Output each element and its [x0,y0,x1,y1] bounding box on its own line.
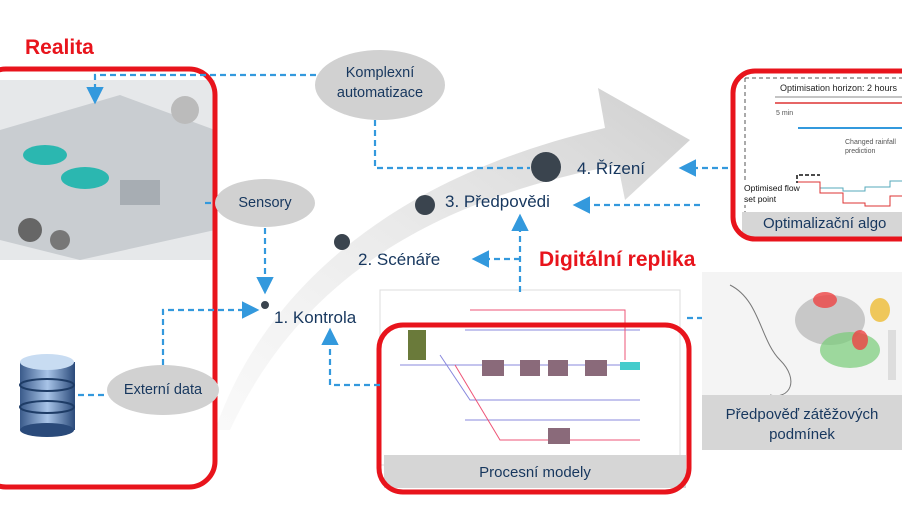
chart-rain-line1: Changed rainfall [845,139,896,146]
database-icon [19,354,75,437]
reality-title: Realita [25,36,94,59]
progress-arrow [215,88,690,430]
step-dot-1 [260,300,270,310]
optimization-caption: Optimalizační algo [763,215,887,232]
sensors-label: Sensory [238,195,292,211]
chart-flow-label: Optimised flow set point [744,183,800,205]
automation-label: Komplexní automatizace [315,63,445,103]
optimization-caption-bar [742,212,902,238]
forecast-caption-line2: podmínek [769,426,835,443]
automation-label-line2: automatizace [336,85,424,101]
process-model-image [379,289,681,466]
connectors [78,73,728,397]
chart-rain-label: Changed rainfall prediction [845,138,896,156]
forecast-caption: Předpověď zátěžových podmínek [702,405,902,445]
sensors-bubble [215,179,315,227]
step-scenarios: 2. Scénáře [358,250,441,269]
process-models-caption-bar [384,455,686,488]
chart-rain-line2: prediction [845,148,876,155]
external-data-label: Externí data [123,382,203,398]
model-to-control [321,327,380,387]
step-dot-4 [531,152,561,182]
reality-frame [0,66,218,490]
step-dot-2 [334,234,350,250]
step-control: 1. Kontrola [274,308,357,327]
optimization-frame [730,68,902,242]
process-models-frame [376,322,692,495]
chart-flow-line1: Optimised flow [744,183,800,193]
chart-step-label: 5 min [776,110,794,117]
external-to-control [161,301,260,365]
step-dot-3 [415,195,435,215]
automation-to-plant [86,73,316,105]
chart-flow-line2: set point [744,194,777,204]
automation-to-control [373,120,530,170]
automation-label-line1: Komplexní [345,65,415,81]
digital-replica-title: Digitální replika [539,248,696,271]
chart-horizon-label: Optimisation horizon: 2 hours [779,83,899,94]
step-management: 4. Řízení [577,159,646,178]
automation-bubble [315,50,445,120]
forecast-caption-bar [702,395,902,450]
step-predictions: 3. Předpovědi [445,192,550,211]
forecast-caption-line1: Předpověď zátěžových [725,406,879,423]
external-data-bubble [107,365,219,415]
process-models-caption: Procesní modely [479,464,591,481]
treatment-plant-image [0,80,215,260]
